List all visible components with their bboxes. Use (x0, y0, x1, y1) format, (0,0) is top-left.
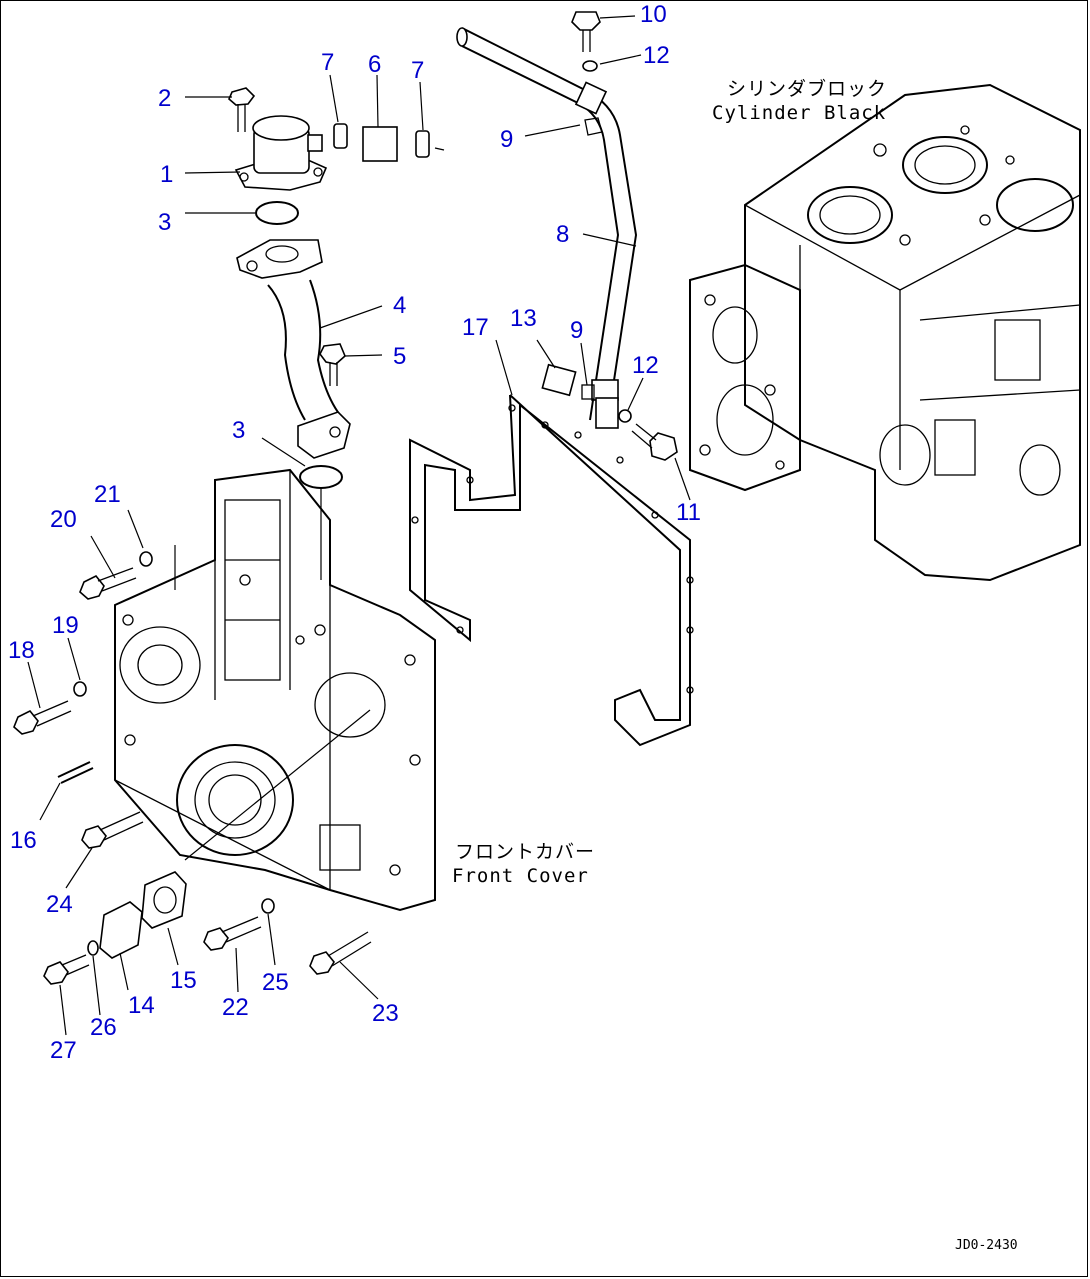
breather-assembly (228, 87, 351, 580)
callout-4: 4 (393, 292, 406, 319)
callout-17: 17 (462, 314, 489, 341)
caption-cylinder-block-en: Cylinder Black (712, 102, 886, 124)
callout-24: 24 (46, 891, 73, 918)
callout-6: 6 (368, 51, 381, 78)
callout-3-lower: 3 (232, 417, 245, 444)
callout-27: 27 (50, 1037, 77, 1064)
callout-12-lower: 12 (632, 352, 659, 379)
callout-14: 14 (128, 992, 155, 1019)
caption-front-cover-jp: フロントカバー (455, 841, 595, 863)
callout-9-upper: 9 (500, 126, 513, 153)
captions: シリンダブロック Cylinder Black フロントカバー Front Co… (452, 77, 1018, 1253)
callout-2: 2 (158, 85, 171, 112)
leader-lines (27, 15, 691, 1036)
callout-18: 18 (8, 637, 35, 664)
callout-11: 11 (676, 499, 701, 526)
callout-10: 10 (640, 1, 667, 28)
callout-15: 15 (170, 967, 197, 994)
callout-5: 5 (393, 343, 406, 370)
caption-front-cover-en: Front Cover (452, 865, 589, 887)
callout-3-upper: 3 (158, 209, 171, 236)
caption-cylinder-block-jp: シリンダブロック (727, 77, 887, 100)
front-cover-drawing (114, 468, 436, 912)
callout-21: 21 (94, 481, 121, 508)
callout-1: 1 (160, 161, 173, 188)
callout-25: 25 (262, 969, 289, 996)
callout-16: 16 (10, 827, 37, 854)
callout-26: 26 (90, 1014, 117, 1041)
callout-19: 19 (52, 612, 79, 639)
callout-9-lower: 9 (570, 317, 583, 344)
drawing-code: JD0-2430 (955, 1238, 1018, 1253)
callout-12-upper: 12 (643, 42, 670, 69)
callout-7-left: 7 (321, 49, 334, 76)
callout-23: 23 (372, 1000, 399, 1027)
small-parts (333, 11, 678, 461)
callout-13: 13 (510, 305, 537, 332)
cylinder-block-drawing (689, 83, 1081, 582)
left-fasteners (13, 551, 372, 985)
callout-7-right: 7 (411, 57, 424, 84)
callout-22: 22 (222, 994, 249, 1021)
tube-8 (456, 27, 638, 429)
callout-20: 20 (50, 506, 77, 533)
gasket-17 (409, 394, 694, 747)
callout-8: 8 (556, 221, 569, 248)
callout-numbers: 2 1 3 7 6 7 10 12 9 8 4 5 3 17 13 9 12 1… (8, 1, 701, 1064)
